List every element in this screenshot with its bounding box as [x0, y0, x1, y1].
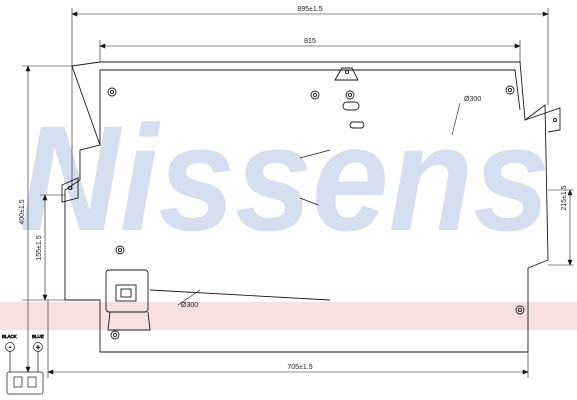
dim-fan-left-diameter: Ø300 [181, 302, 198, 309]
frame-connector [105, 269, 151, 331]
wire-black-label: BLACK [2, 334, 17, 339]
watermark: Nissens [0, 94, 577, 330]
minus-sign: - [9, 345, 12, 352]
dimension-labels: 895±1.5 815 705±1.5 400±1.5 155±1.5 215±… [19, 6, 568, 371]
dim-side-height-left: 155±1.5 [36, 235, 43, 260]
dim-bottom-width: 705±1.5 [287, 364, 312, 371]
dim-inner-width: 815 [304, 38, 316, 45]
plus-terminal-icon [33, 342, 43, 352]
wiring-detail: BLACK BLUE - + [2, 334, 44, 395]
shroud-frame [61, 61, 561, 353]
dim-side-height-right: 215±1.5 [561, 185, 568, 210]
connector-plug-icon [6, 371, 44, 395]
minus-terminal-icon [5, 342, 15, 352]
wire-blue-label: BLUE [32, 334, 44, 339]
plus-sign: + [36, 345, 40, 352]
dim-overall-height: 400±1.5 [19, 199, 26, 224]
dim-overall-width: 895±1.5 [297, 6, 322, 13]
watermark-text: Nissens [20, 94, 550, 262]
dimension-lines [22, 8, 574, 378]
dim-fan-right-diameter: Ø300 [464, 96, 481, 103]
watermark-band [0, 302, 577, 330]
